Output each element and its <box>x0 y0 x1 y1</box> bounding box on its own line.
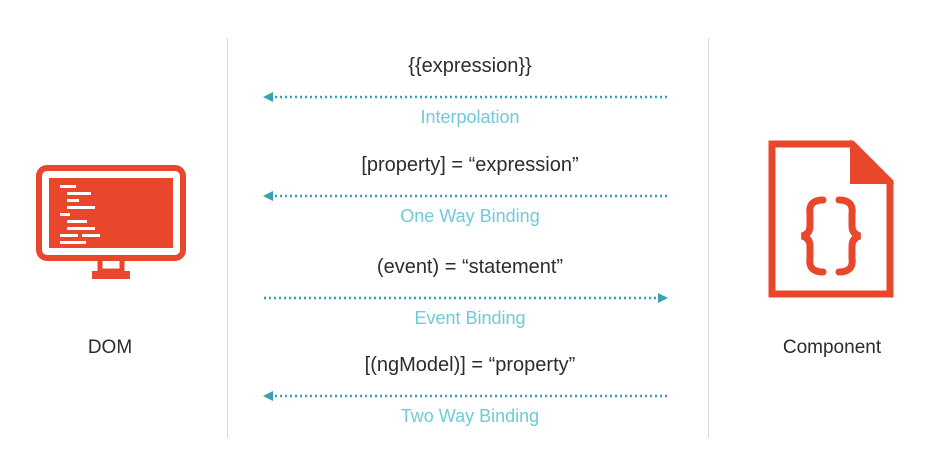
binding-name: One Way Binding <box>400 206 540 226</box>
binding-expression: (event) = “statement” <box>376 256 564 278</box>
right-divider <box>708 38 709 438</box>
binding-interpolation: {{expression}} Interpolation <box>255 55 685 135</box>
binding-name: Interpolation <box>420 107 520 127</box>
component-label: Component <box>782 337 882 358</box>
binding-expression: [(ngModel)] = “property” <box>364 354 576 376</box>
dom-label: DOM <box>87 337 133 358</box>
binding-name: Event Binding <box>414 308 526 328</box>
arrow-left-icon <box>263 391 667 401</box>
binding-two-way: [(ngModel)] = “property” Two Way Binding <box>255 354 685 434</box>
arrow-left-icon <box>263 92 667 102</box>
binding-expression: {{expression}} <box>408 55 532 77</box>
binding-one-way: [property] = “expression” One Way Bindin… <box>255 154 685 234</box>
arrow-left-icon <box>263 191 667 201</box>
arrow-right-icon <box>264 293 668 303</box>
binding-event: (event) = “statement” Event Binding <box>255 256 685 336</box>
file-braces-icon <box>768 140 894 298</box>
binding-name: Two Way Binding <box>400 406 540 426</box>
left-divider <box>227 38 228 438</box>
binding-expression: [property] = “expression” <box>361 154 579 176</box>
monitor-code-icon <box>36 165 186 279</box>
